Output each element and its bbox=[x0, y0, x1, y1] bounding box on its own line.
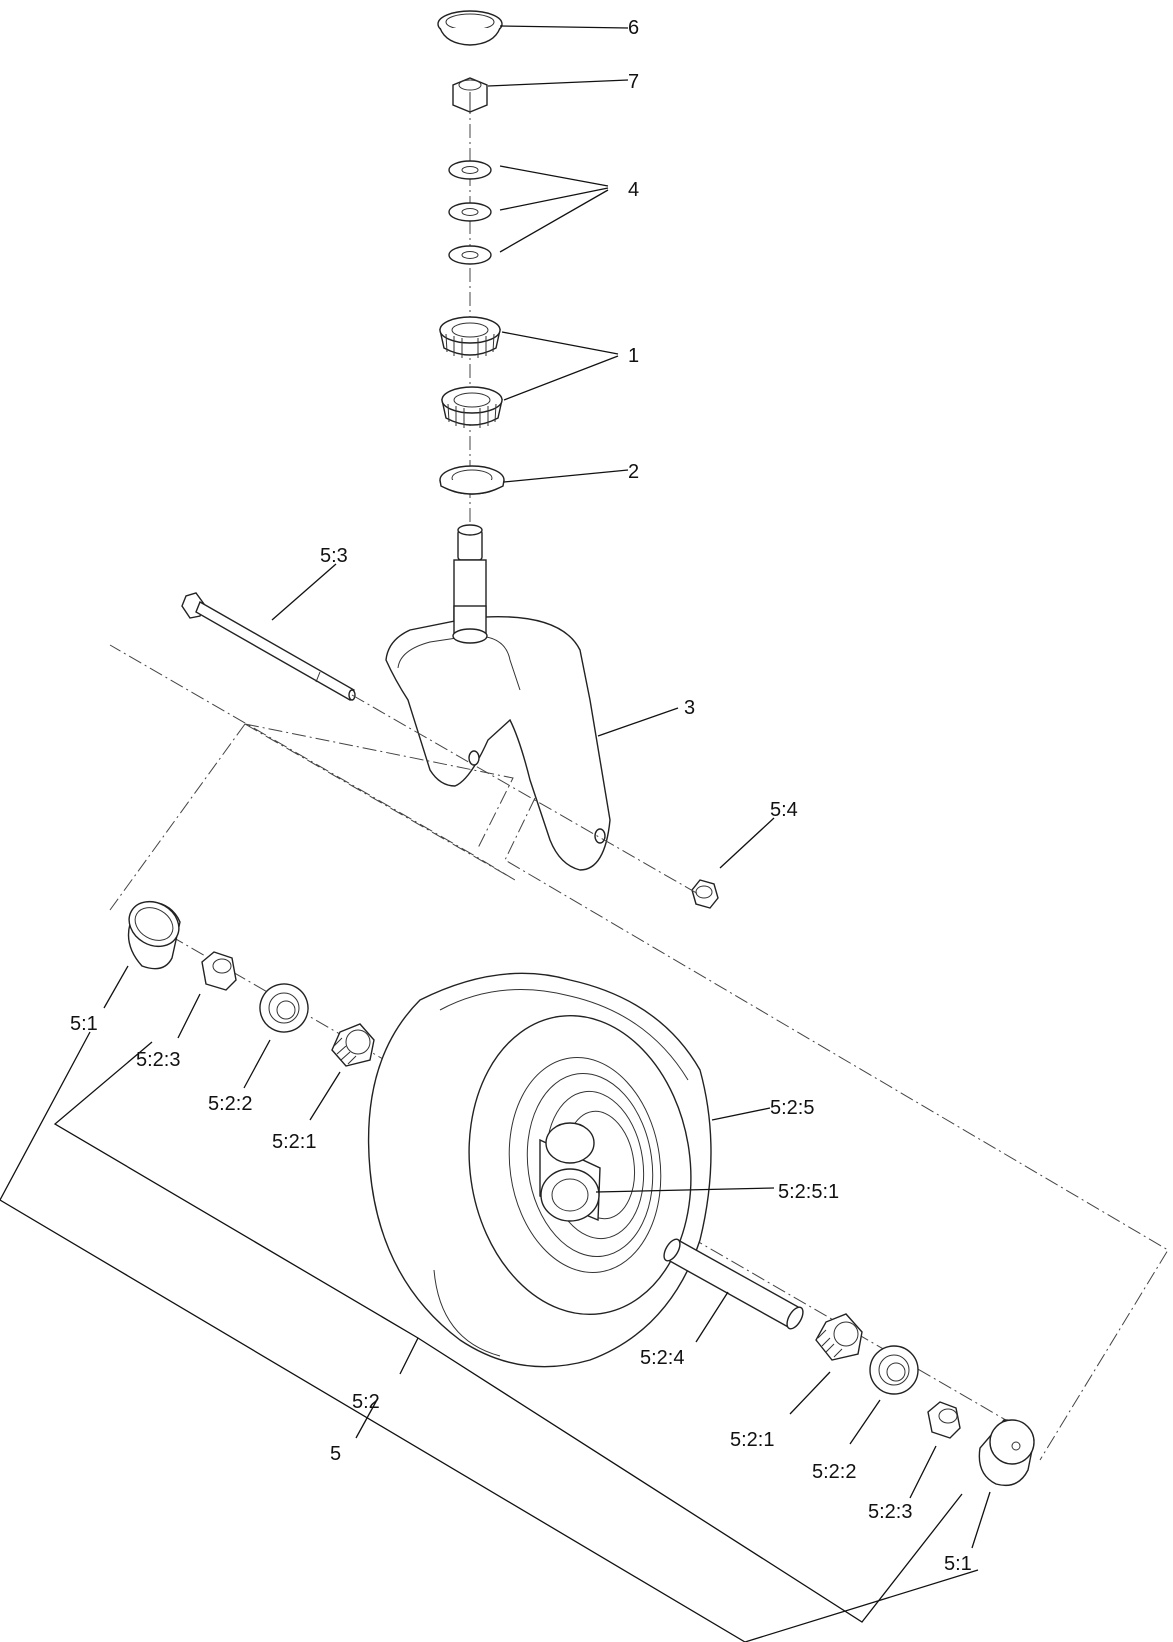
phantom-outline-left bbox=[109, 644, 516, 881]
part-5-2-5-1-hub bbox=[539, 1122, 601, 1222]
label-5-2: 5:2 bbox=[352, 1391, 380, 1413]
label-6: 6 bbox=[628, 17, 639, 39]
part-4-washers bbox=[448, 160, 492, 265]
label-1: 1 bbox=[628, 345, 639, 367]
label-5-2-5: 5:2:5 bbox=[770, 1097, 814, 1119]
part-6-dust-cap bbox=[437, 10, 503, 46]
part-5-1-spacer-left bbox=[127, 900, 181, 970]
label-5-2-1-left: 5:2:1 bbox=[272, 1131, 316, 1153]
part-5-2-3-spacer-right bbox=[927, 1401, 961, 1439]
label-5-3: 5:3 bbox=[320, 545, 348, 567]
label-4: 4 bbox=[628, 179, 639, 201]
label-5-1-left: 5:1 bbox=[70, 1013, 98, 1035]
label-2: 2 bbox=[628, 461, 639, 483]
phantom-outline-c bbox=[504, 797, 1169, 1461]
label-5-2-3-right: 5:2:3 bbox=[868, 1501, 912, 1523]
label-7: 7 bbox=[628, 71, 639, 93]
phantom-outline-a bbox=[244, 723, 514, 849]
label-5-4: 5:4 bbox=[770, 799, 798, 821]
label-5-2-4: 5:2:4 bbox=[640, 1347, 684, 1369]
label-5: 5 bbox=[330, 1443, 341, 1465]
part-5-2-4-axle-tube bbox=[663, 1238, 804, 1330]
leader-lines bbox=[0, 25, 991, 1642]
fork-bolt-axis bbox=[351, 694, 701, 896]
label-5-1-right: 5:1 bbox=[944, 1553, 972, 1575]
label-5-2-1-right: 5:2:1 bbox=[730, 1429, 774, 1451]
part-5-3-bolt bbox=[181, 592, 356, 702]
callout-labels: 6 7 4 1 2 5:3 3 5:4 5:1 5:2:3 5:2:2 5:2:… bbox=[70, 17, 972, 1575]
part-5-2-3-spacer-left bbox=[201, 951, 237, 991]
part-5-2-1-bearing-right bbox=[815, 1313, 863, 1361]
label-5-2-2-right: 5:2:2 bbox=[812, 1461, 856, 1483]
part-5-1-spacer-right bbox=[978, 1419, 1035, 1487]
label-5-2-3-left: 5:2:3 bbox=[136, 1049, 180, 1071]
part-5-2-2-seal-right bbox=[869, 1345, 919, 1395]
part-5-4-nut bbox=[691, 879, 719, 909]
label-3: 3 bbox=[684, 697, 695, 719]
part-2-bearing-cup bbox=[439, 465, 505, 495]
label-5-2-2-left: 5:2:2 bbox=[208, 1093, 252, 1115]
label-5-2-5-1: 5:2:5:1 bbox=[778, 1181, 839, 1203]
part-1-bearings bbox=[439, 316, 503, 428]
part-5-2-1-bearing-left bbox=[331, 1023, 375, 1067]
phantom-outline-b bbox=[109, 723, 246, 911]
part-7-locknut bbox=[452, 77, 488, 113]
part-5-2-2-seal-left bbox=[259, 983, 309, 1033]
part-3-caster-fork bbox=[385, 524, 611, 871]
